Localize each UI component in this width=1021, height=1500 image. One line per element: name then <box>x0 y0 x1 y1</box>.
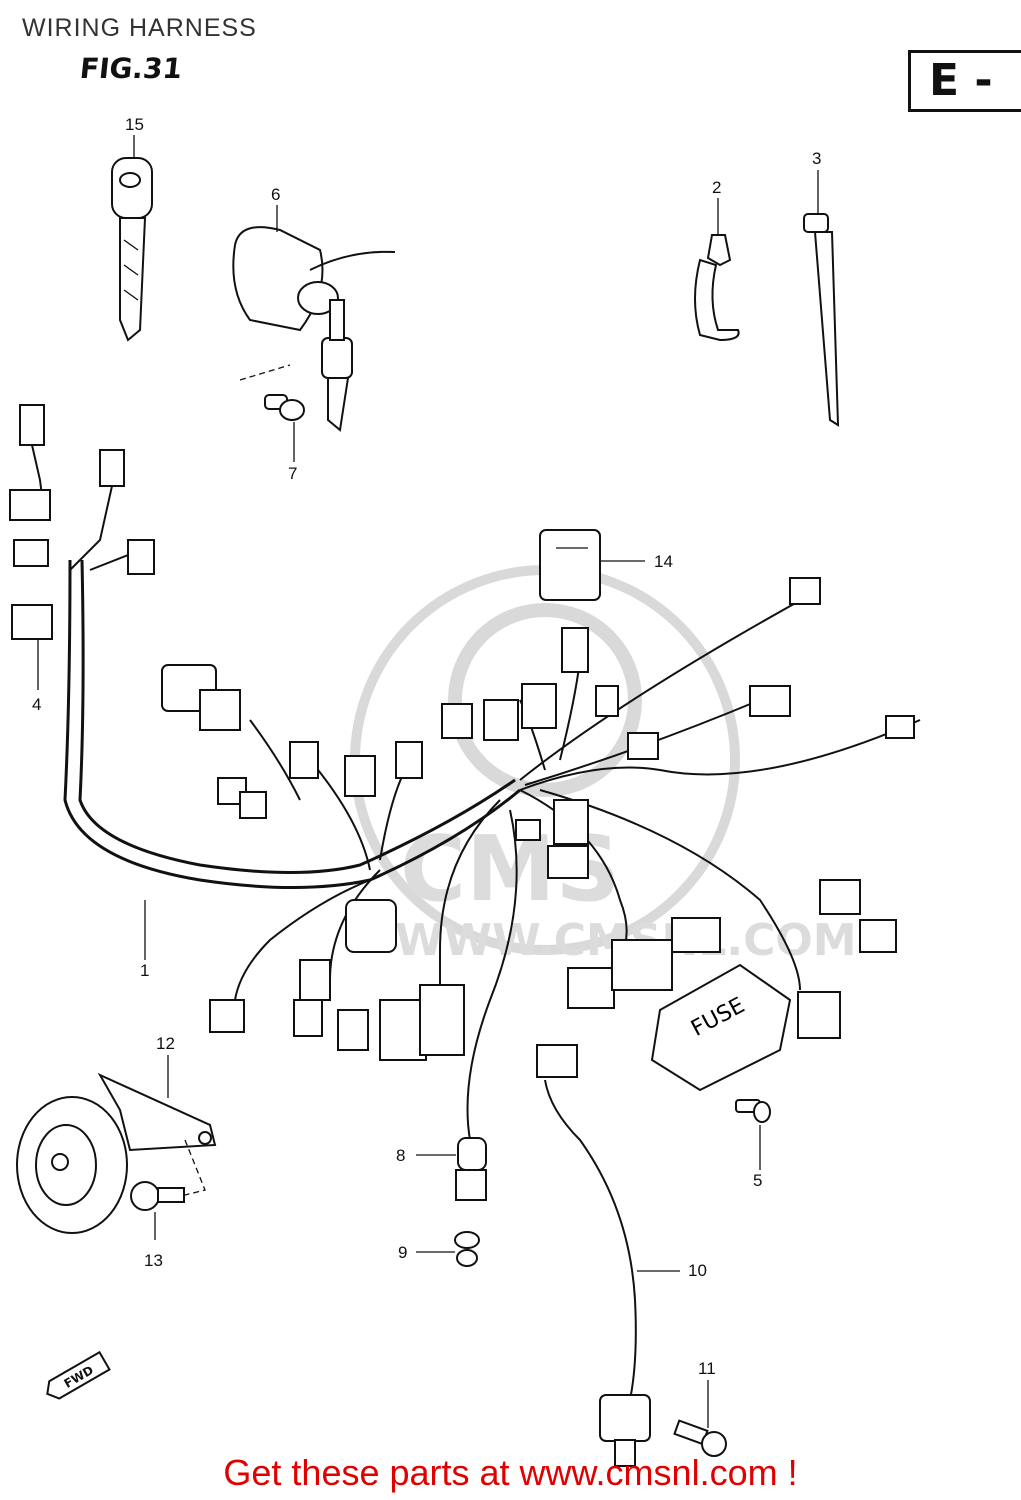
part-5-screw[interactable] <box>735 1099 771 1123</box>
callout-5: 5 <box>753 1171 762 1190</box>
callout-13: 13 <box>144 1251 163 1270</box>
part-10-side-stand-switch[interactable] <box>536 1044 651 1467</box>
callout-7: 7 <box>288 464 297 483</box>
part-12-horn[interactable] <box>16 1072 217 1234</box>
callout-10: 10 <box>688 1261 707 1280</box>
page-title: WIRING HARNESS <box>22 14 257 42</box>
callout-8: 8 <box>396 1146 405 1165</box>
part-8-sensor[interactable] <box>455 1137 487 1201</box>
part-15-key[interactable] <box>111 157 153 342</box>
fwd-arrow-icon: FWD <box>46 1350 111 1400</box>
fuse-box[interactable]: FUSE <box>650 963 792 1092</box>
part-13-bolt[interactable] <box>130 1139 206 1211</box>
callout-2: 2 <box>712 178 721 197</box>
region-code-box: E - <box>908 50 1021 112</box>
part-14-relay[interactable] <box>539 529 601 601</box>
callout-1: 1 <box>140 961 149 980</box>
part-3-cable-tie[interactable] <box>803 213 840 427</box>
callout-6: 6 <box>271 185 280 204</box>
callout-3: 3 <box>812 149 821 168</box>
region-code: E - <box>929 55 993 106</box>
part-6-ignition-switch[interactable] <box>232 226 396 432</box>
part-11-bolt[interactable] <box>673 1419 727 1457</box>
callout-12: 12 <box>156 1034 175 1053</box>
footer-promo-link[interactable]: Get these parts at www.cmsnl.com ! <box>223 1452 798 1493</box>
callout-14: 14 <box>654 552 673 571</box>
part-7-screw[interactable] <box>239 364 305 421</box>
callout-9: 9 <box>398 1243 407 1262</box>
part-4-connectors[interactable] <box>9 404 155 640</box>
callout-numbers: 15 6 7 2 3 4 14 1 12 5 8 13 9 10 11 <box>32 115 821 1378</box>
callout-15: 15 <box>125 115 144 134</box>
part-9-o-ring[interactable] <box>454 1231 480 1267</box>
callout-4: 4 <box>32 695 41 714</box>
part-1-main-harness[interactable] <box>63 559 921 1141</box>
part-2-clamp[interactable] <box>694 234 740 342</box>
callout-11: 11 <box>698 1359 716 1378</box>
